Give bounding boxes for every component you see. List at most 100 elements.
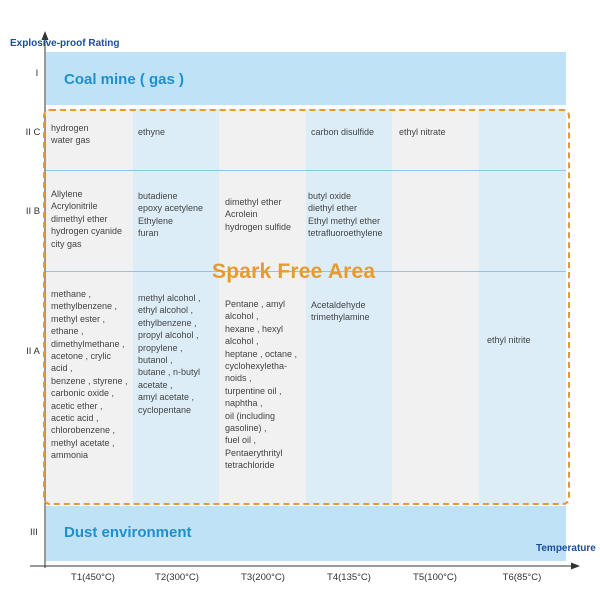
rating-label-iii: III bbox=[30, 527, 38, 538]
substance-line: cyclopentane bbox=[138, 404, 192, 415]
substance-line: butane , n-butyl bbox=[138, 367, 201, 378]
cell-iic-t5: ethyl nitrate bbox=[399, 126, 446, 138]
substance-line: Allylene bbox=[51, 189, 83, 199]
substance-line: acetic acid , bbox=[51, 413, 99, 424]
substance-line: ethyl alcohol , bbox=[138, 305, 194, 316]
temp-label-t4: T4(135°C) bbox=[327, 572, 371, 583]
substance-line: methyl ester , bbox=[51, 313, 106, 324]
substance-line: methyl alcohol , bbox=[138, 293, 201, 303]
substance-line: chlorobenzene , bbox=[51, 425, 116, 436]
substance-line: hydrogen cyanide bbox=[51, 226, 123, 237]
substance-line: tetrachloride bbox=[225, 460, 275, 471]
substance-line: Pentane , amyl bbox=[225, 299, 286, 309]
substance-line: propyl alcohol , bbox=[138, 330, 199, 341]
dust-environment-band bbox=[46, 506, 566, 561]
dust-environment-label: Dust environment bbox=[64, 524, 192, 541]
substance-line: butadiene bbox=[138, 191, 178, 201]
substance-line: acetate , bbox=[138, 379, 173, 390]
substance-line: carbon disulfide bbox=[311, 127, 375, 137]
row-divider-iic-iib bbox=[46, 170, 566, 171]
substance-line: acetic ether , bbox=[51, 400, 103, 411]
substance-line: hydrogen sulfide bbox=[225, 221, 292, 232]
substance-line: butanol , bbox=[138, 355, 173, 366]
column-t1 bbox=[46, 109, 133, 505]
substance-line: turpentine oil , bbox=[225, 385, 282, 396]
substance-line: ethyl nitrate bbox=[399, 127, 446, 137]
substance-line: methyl acetate , bbox=[51, 437, 115, 448]
substance-line: carbonic oxide , bbox=[51, 388, 115, 399]
y-axis-title: Explosive-proof Rating bbox=[10, 38, 120, 49]
substance-line: Ethylene bbox=[138, 215, 174, 226]
temp-label-t3: T3(200°C) bbox=[241, 572, 285, 583]
spark-free-area-outline bbox=[43, 109, 570, 505]
substance-line: ethyne bbox=[138, 127, 166, 137]
substance-line: hydrogen bbox=[51, 123, 89, 133]
substance-line: ammonia bbox=[51, 450, 89, 461]
substance-line: acetone , crylic bbox=[51, 351, 112, 362]
cell-iic-t2: ethyne bbox=[138, 126, 165, 138]
substance-line: dimethyl ether bbox=[225, 197, 282, 207]
rating-label-iia: II A bbox=[26, 346, 40, 357]
column-t6 bbox=[479, 109, 566, 505]
spark-free-area-label: Spark Free Area bbox=[212, 260, 376, 283]
substance-line: methylbenzene , bbox=[51, 301, 118, 312]
temp-label-t5: T5(100°C) bbox=[413, 572, 457, 583]
substance-line: butyl oxide bbox=[308, 191, 352, 201]
substance-line: Pentaerythrityl bbox=[225, 447, 283, 458]
substance-line: city gas bbox=[51, 238, 82, 249]
substance-line: hexane , hexyl bbox=[225, 323, 284, 334]
temp-label-t1: T1(450°C) bbox=[71, 572, 115, 583]
cell-iia-t2: methyl alcohol , ethyl alcohol ,ethylbenz… bbox=[138, 292, 201, 416]
substance-line: dimethylmethane , bbox=[51, 338, 125, 349]
substance-line: Acrolein bbox=[225, 209, 258, 220]
substance-line: dimethyl ether bbox=[51, 213, 108, 224]
substance-line: acid , bbox=[51, 363, 73, 374]
coal-mine-band bbox=[46, 52, 566, 105]
x-axis-title: Temperature bbox=[536, 543, 596, 554]
cell-iic-t4: carbon disulfide bbox=[311, 126, 374, 138]
temp-label-t6: T6(85°C) bbox=[502, 572, 542, 583]
rating-label-iib: II B bbox=[25, 206, 41, 217]
substance-line: alcohol , bbox=[225, 336, 259, 347]
substance-line: benzene , styrene , bbox=[51, 375, 128, 386]
substance-line: gasoline) , bbox=[225, 423, 267, 434]
substance-line: cyclohexyletha- bbox=[225, 361, 288, 372]
substance-line: fuel oil , bbox=[225, 435, 257, 446]
substance-line: oil (including bbox=[225, 410, 276, 421]
cell-iia-t6: ethyl nitrite bbox=[487, 334, 531, 346]
substance-line: Acrylonitrile bbox=[51, 201, 98, 212]
substance-line: alcohol , bbox=[225, 311, 259, 322]
substance-line: ethylbenzene , bbox=[138, 317, 197, 328]
temp-label-t2: T2(300°C) bbox=[155, 572, 199, 583]
cell-iia-t1: methane , methylbenzene ,methyl ester , et… bbox=[51, 288, 128, 462]
substance-line: propylene , bbox=[138, 342, 183, 353]
rating-label-i: I bbox=[35, 68, 39, 79]
substance-line: Ethyl methyl ether bbox=[308, 215, 381, 226]
substance-line: epoxy acetylene bbox=[138, 203, 204, 214]
substance-line: ethyl nitrite bbox=[487, 335, 531, 345]
column-t2 bbox=[133, 109, 219, 505]
substance-line: ethane , bbox=[51, 326, 84, 337]
substance-line: amyl acetate , bbox=[138, 392, 195, 403]
substance-line: diethyl ether bbox=[308, 203, 358, 214]
substance-line: methane , bbox=[51, 289, 92, 299]
column-t5 bbox=[392, 109, 479, 505]
substance-line: noids , bbox=[225, 373, 252, 384]
substance-line: tetrafluoroethylene bbox=[308, 228, 383, 239]
row-divider-iib-iia bbox=[46, 271, 566, 272]
column-t3 bbox=[219, 109, 306, 505]
rating-label-iic: II C bbox=[25, 127, 41, 138]
substance-line: Acetaldehyde bbox=[311, 300, 366, 310]
substance-line: heptane , octane , bbox=[225, 348, 298, 359]
column-t4 bbox=[306, 109, 392, 505]
substance-line: furan bbox=[138, 228, 159, 239]
